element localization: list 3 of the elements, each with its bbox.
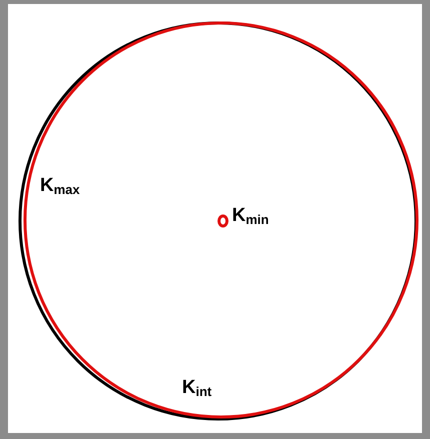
axis-label: K$_{min}$ — [232, 206, 269, 225]
axis-label: K$_{max}$ — [40, 176, 80, 195]
axis-label: K$_{int}$ — [182, 378, 212, 397]
